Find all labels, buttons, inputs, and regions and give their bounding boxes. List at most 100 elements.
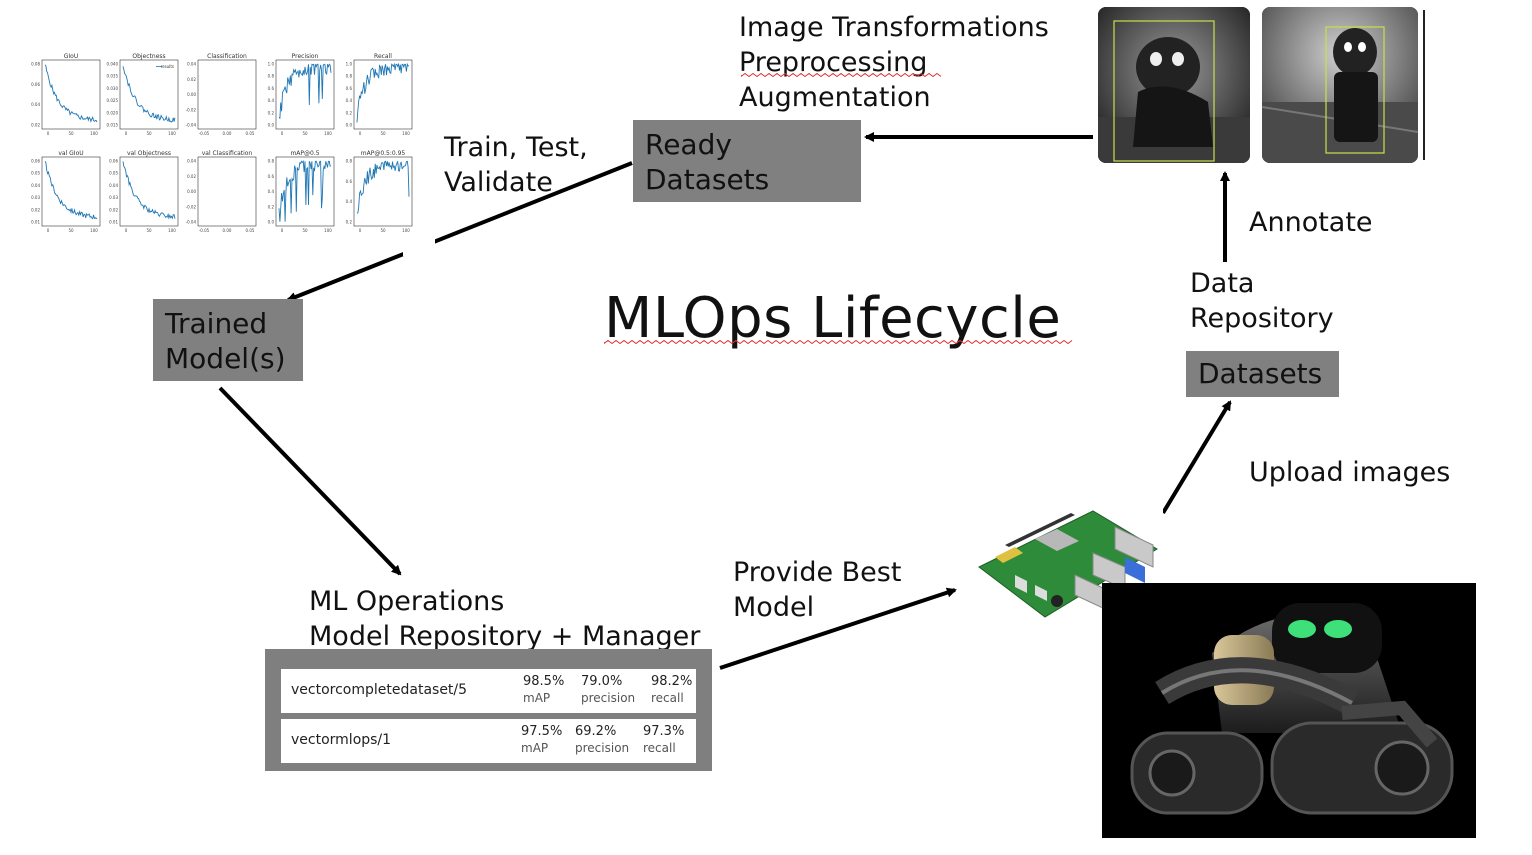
annotated-robot-image-2 — [1262, 7, 1418, 163]
recall-value: 98.2% — [651, 674, 693, 689]
plot-xtick: 0 — [125, 228, 128, 233]
plot-ytick: 0.2 — [268, 110, 275, 115]
plot-frame — [197, 59, 257, 130]
ml-operations-label: ML Operations Model Repository + Manager — [309, 584, 700, 654]
plot-xtick: 0 — [47, 131, 50, 136]
model-repository-panel: vectorcompletedataset/5 98.5% mAP 79.0% … — [265, 649, 712, 771]
plot-ytick: 0.08 — [31, 62, 40, 67]
plot-xtick: 50 — [380, 131, 386, 136]
plot-ytick: 0.01 — [109, 220, 118, 225]
title-spellcheck-underline — [604, 340, 1073, 344]
plot-series-line — [122, 66, 176, 123]
recall-value: 97.3% — [643, 724, 685, 739]
plot-ytick: 0.02 — [109, 207, 118, 212]
plot-xtick: 0.05 — [246, 228, 255, 233]
plot-ytick: -0.04 — [186, 123, 197, 128]
plot-ytick: 0.0 — [268, 220, 275, 225]
plot-ytick: 0.00 — [187, 92, 196, 97]
plot-title: GIoU — [64, 53, 78, 60]
plot-xtick: 50 — [68, 228, 74, 233]
precision-value: 69.2% — [575, 724, 617, 739]
plot-xtick: 100 — [168, 228, 176, 233]
datasets-box-label: Datasets — [1198, 357, 1323, 390]
plot-title: val Objectness — [127, 150, 171, 157]
plot-series-line — [278, 160, 332, 222]
plot-legend: results — [161, 64, 174, 69]
model-row[interactable]: vectormlops/1 97.5% mAP 69.2% precision … — [281, 719, 696, 763]
spellcheck-underline — [741, 73, 941, 77]
plot-xtick: 100 — [402, 228, 410, 233]
plot-ytick: 0.8 — [268, 159, 275, 164]
precision-caption: precision — [581, 691, 636, 705]
model-name: vectormlops/1 — [291, 732, 392, 748]
plot-ytick: 0.00 — [187, 189, 196, 194]
trained-models-box: Trained Model(s) — [153, 299, 303, 381]
plot-xtick: 50 — [146, 228, 152, 233]
plot-xtick: 100 — [324, 228, 332, 233]
datasets-line: Datasets — [645, 163, 770, 196]
map-metric: 98.5% mAP — [523, 673, 564, 706]
provide-best-model-label: Provide Best Model — [733, 555, 901, 625]
plot-frame — [353, 156, 413, 227]
validate-line: Validate — [444, 167, 553, 198]
plot-xtick: -0.05 — [199, 131, 210, 136]
plot-ytick: 0.02 — [31, 123, 40, 128]
plot-ytick: 0.05 — [109, 171, 118, 176]
plot-ytick: 0.8 — [268, 74, 275, 79]
plot-xtick: 50 — [380, 228, 386, 233]
plot-xtick: 0.05 — [246, 131, 255, 136]
repository-line: Repository — [1190, 303, 1334, 334]
plot-ytick: 0.05 — [31, 171, 40, 176]
plot-title: mAP@0.5:0.95 — [361, 150, 406, 157]
training-metrics-svg: GIoU 0.08 0.06 0.04 0.02 0 50 100 Objectness 0.04… — [31, 53, 413, 233]
plot-series-line — [278, 63, 332, 119]
plot-ytick: 0.02 — [187, 77, 196, 82]
plot-xtick: 0 — [281, 228, 284, 233]
plot-series-line — [44, 161, 98, 220]
plot-ytick: 0.04 — [187, 159, 196, 164]
plot-ytick: -0.02 — [186, 107, 197, 112]
recall-caption: recall — [643, 741, 676, 755]
training-metrics-plots: GIoU 0.08 0.06 0.04 0.02 0 50 100 Objectness 0.04… — [28, 50, 428, 245]
arrow-ready-datasets-to-trained-model — [286, 161, 633, 302]
plot-ytick: 0.6 — [268, 86, 275, 91]
plot-frame — [353, 59, 413, 130]
plot-xtick: 100 — [90, 131, 98, 136]
plot-ytick: 0.025 — [107, 98, 119, 103]
ml-operations-line: ML Operations — [309, 586, 505, 617]
plot-ytick: 0.8 — [346, 74, 353, 79]
plot-ytick: 0.030 — [107, 86, 119, 91]
plot-ytick: 0.0 — [346, 123, 353, 128]
plot-title: Objectness — [132, 53, 165, 60]
plot-frame — [119, 59, 179, 130]
plot-series-line — [44, 64, 98, 123]
plot-ytick: 0.2 — [268, 204, 275, 209]
plot-ytick: 0.2 — [346, 110, 353, 115]
plot-ytick: 0.06 — [31, 159, 40, 164]
image-edge-divider — [1423, 10, 1425, 160]
plot-frame — [197, 156, 257, 227]
map-value: 97.5% — [521, 724, 563, 739]
plot-ytick: 0.02 — [187, 174, 196, 179]
plot-xtick: 100 — [402, 131, 410, 136]
plot-ytick: 1.0 — [346, 62, 353, 67]
model-row[interactable]: vectorcompletedataset/5 98.5% mAP 79.0% … — [281, 669, 696, 713]
plot-xtick: 0 — [281, 131, 284, 136]
datasets-box: Datasets — [1186, 351, 1339, 397]
plot-frame — [119, 156, 179, 227]
plot-ytick: 0.8 — [346, 159, 353, 164]
plot-xtick: 0 — [125, 131, 128, 136]
train-test-validate-label: Train, Test, Validate — [444, 130, 588, 200]
plot-ytick: 0.0 — [268, 123, 275, 128]
plot-xtick: 50 — [302, 131, 308, 136]
plot-ytick: 0.01 — [31, 220, 40, 225]
precision-value: 79.0% — [581, 674, 623, 689]
upload-images-label: Upload images — [1249, 457, 1451, 488]
plot-ytick: 0.035 — [107, 74, 119, 79]
plot-ytick: 0.03 — [31, 195, 40, 200]
map-metric: 97.5% mAP — [521, 723, 562, 756]
map-caption: mAP — [521, 741, 549, 755]
plot-series-line — [356, 62, 410, 123]
plot-ytick: 0.040 — [107, 62, 119, 67]
